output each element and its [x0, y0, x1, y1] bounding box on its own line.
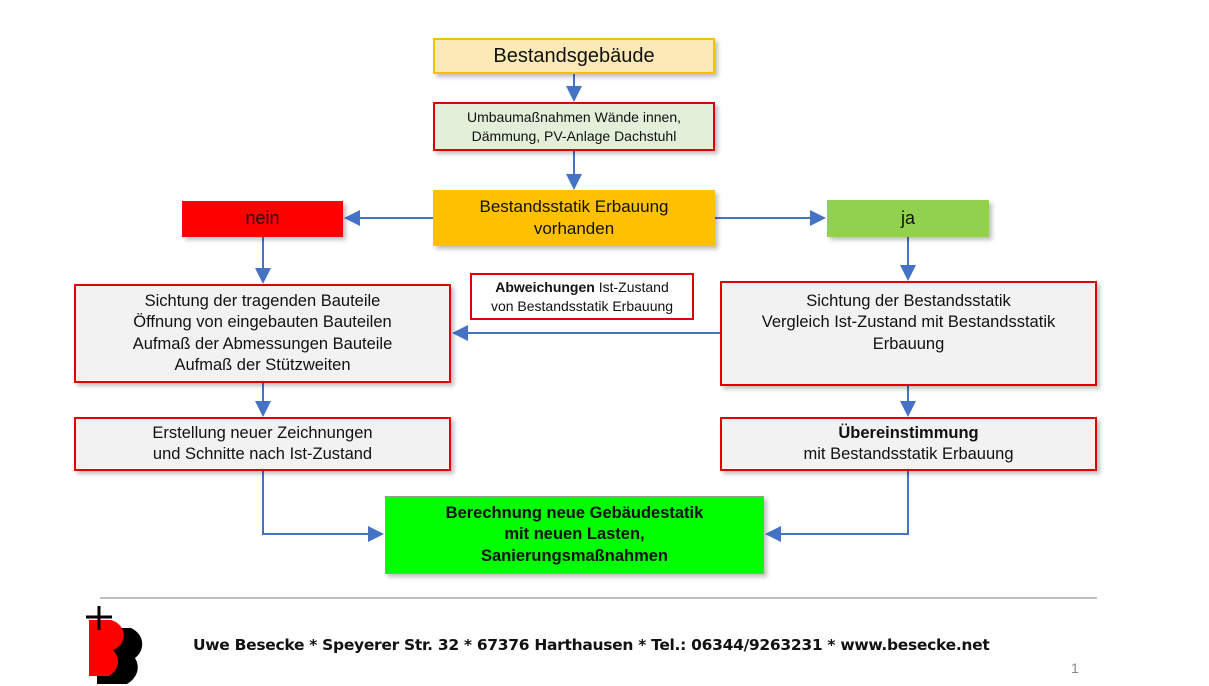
box-label: Übereinstimmung: [838, 423, 979, 442]
box-label: Aufmaß der Abmessungen Bauteile: [132, 334, 393, 353]
arrow: [262, 471, 384, 542]
footer-contact: Uwe Besecke * Speyerer Str. 32 * 67376 H…: [193, 636, 990, 654]
box-label: Bestandsstatik Erbauung: [479, 196, 669, 216]
box-yes: ja: [827, 200, 989, 237]
box-label: Dämmung, PV-Anlage Dachstuhl: [471, 127, 677, 144]
box-no: nein: [182, 201, 343, 237]
arrow: [765, 471, 909, 542]
box-label: Berechnung neue Gebäudestatik: [445, 503, 704, 522]
box-label: Abweichungen Ist-Zustand: [495, 278, 668, 296]
box-label: Erstellung neuer Zeichnungen: [152, 423, 373, 442]
box-umbau: Umbaumaßnahmen Wände innen,Dämmung, PV-A…: [433, 102, 715, 151]
box-label: Vergleich Ist-Zustand mit Bestandsstatik: [761, 313, 1056, 332]
box-label: und Schnitte nach Ist-Zustand: [152, 445, 373, 463]
box-label: mit neuen Lasten,: [504, 525, 645, 544]
box-label: Aufmaß der Stützweiten: [174, 355, 351, 374]
box-label: Erbauung: [872, 334, 945, 353]
box-label: nein: [245, 208, 280, 229]
box-label: Öffnung von eingebauten Bauteilen: [133, 313, 392, 332]
box-result: Berechnung neue Gebäudestatik mit neuen L…: [385, 496, 764, 574]
box-start: Bestandsgebäude: [433, 38, 715, 74]
box-decision: Bestandsstatik Erbauung vorhanden: [433, 190, 715, 246]
box-label: von Bestandsstatik Erbauung: [490, 297, 674, 314]
box-right2: Übereinstimmung mit Bestandsstatik Erbauu…: [720, 417, 1097, 471]
box-label: Bestandsgebäude: [493, 45, 655, 67]
box-label: Sanierungsmaßnahmen: [480, 546, 669, 565]
deviation-rest: Ist-Zustand: [594, 279, 669, 296]
deviation-bold: Abweichungen: [495, 279, 595, 296]
box-label: Sichtung der Bestandsstatik: [806, 292, 1011, 310]
box-label: mit Bestandsstatik Erbauung: [803, 445, 1014, 463]
box-label: ja: [900, 207, 915, 228]
box-label: Sichtung der tragenden Bauteile: [144, 291, 381, 310]
box-label: Umbaumaßnahmen Wände innen,: [466, 109, 681, 126]
box-label: vorhanden: [533, 219, 615, 238]
box-left2: Erstellung neuer Zeichnungen und Schnitte…: [74, 417, 451, 471]
page-number: 1: [1071, 660, 1079, 676]
